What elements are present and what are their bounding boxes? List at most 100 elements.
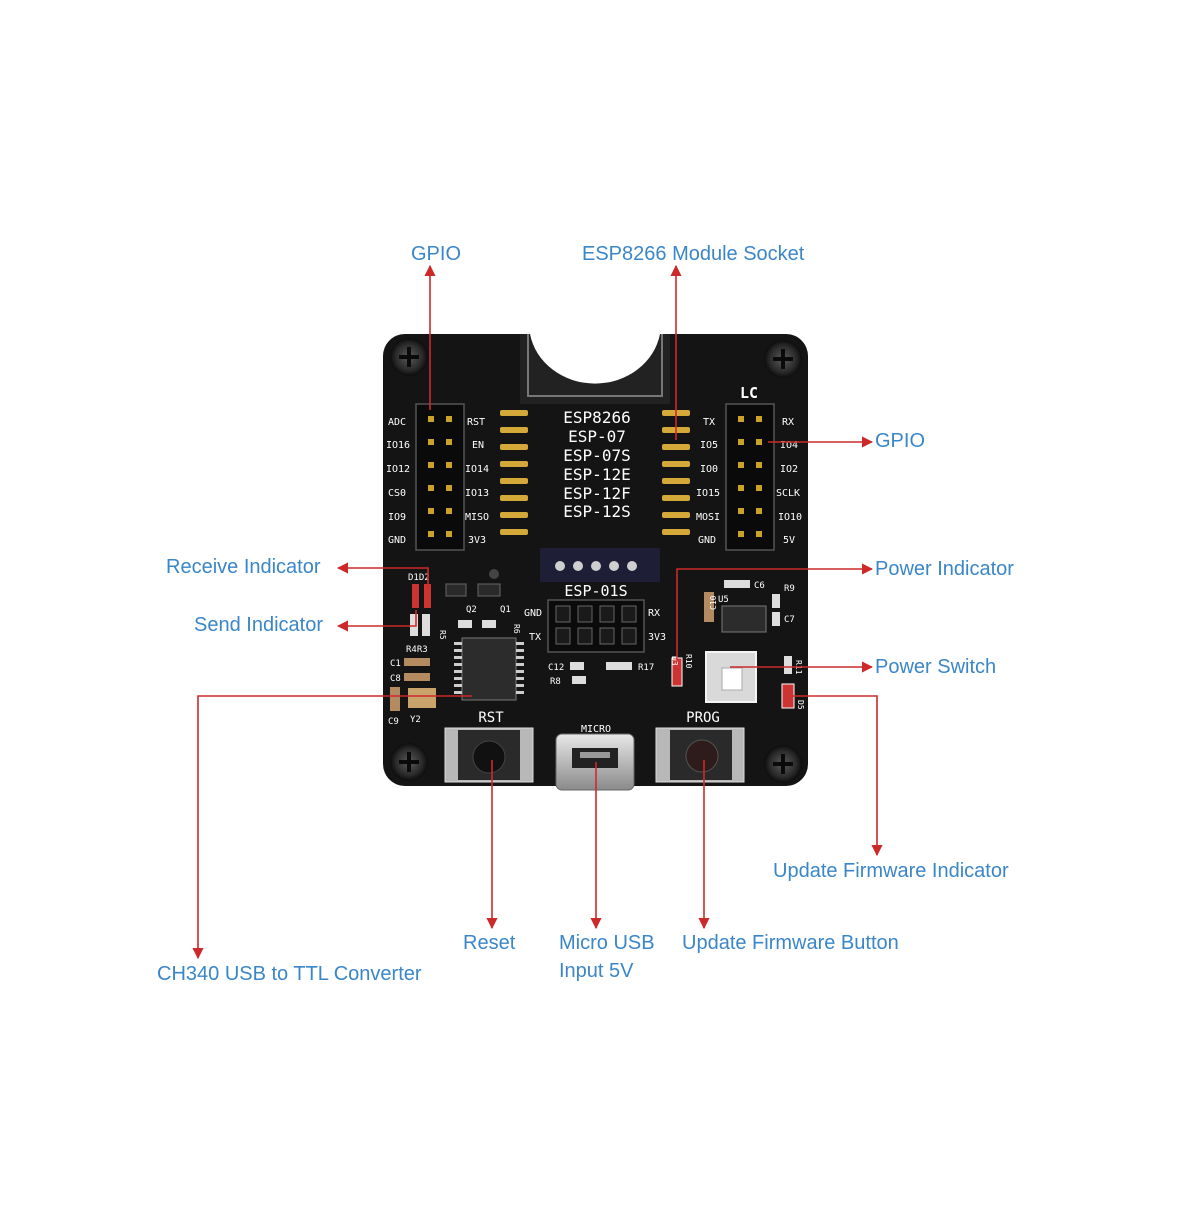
ref-d5: D5 — [796, 700, 805, 710]
esp01-hole — [555, 627, 571, 645]
right-inner-label: IO0 — [700, 464, 718, 475]
right-header-labels: TX IO5 IO0 IO15 MOSI GND RX IO4 IO2 SCLK… — [696, 417, 802, 546]
left-outer-label: IO9 — [388, 512, 406, 523]
label-power-indicator: Power Indicator — [875, 558, 1014, 580]
arrow-update-fw-indicator — [790, 695, 883, 857]
left-outer-label: CS0 — [388, 488, 406, 499]
ref-c12: C12 — [548, 663, 564, 673]
arrow-power-indicator — [676, 563, 874, 660]
ref-r5: R5 — [438, 630, 447, 640]
chip-leg — [516, 691, 524, 694]
ref-r17: R17 — [638, 663, 654, 673]
header-pin — [756, 508, 762, 514]
left-outer-label: ADC — [388, 417, 406, 428]
ref-r6: R6 — [512, 624, 521, 634]
right-inner-label: IO5 — [700, 440, 718, 451]
socket-pin — [662, 461, 690, 467]
right-inner-label: GND — [698, 535, 716, 546]
esp01-pin-label: RX — [648, 608, 660, 619]
chip-leg — [454, 656, 462, 659]
esp01-hole — [577, 627, 593, 645]
label-gpio-right: GPIO — [875, 430, 926, 452]
right-outer-label: 5V — [783, 535, 795, 546]
socket-pin — [500, 512, 528, 518]
header-pin — [446, 508, 452, 514]
left-outer-label: IO16 — [386, 440, 410, 451]
module-socket-lid — [520, 334, 670, 404]
esp01-pin — [627, 561, 637, 571]
left-outer-label: IO12 — [386, 464, 410, 475]
esp01-pin — [609, 561, 619, 571]
ref-r10: R10 — [684, 654, 693, 669]
esp01-hole — [555, 605, 571, 623]
chip-leg — [516, 663, 524, 666]
brand-logo: LC — [740, 384, 758, 402]
module-name: ESP-12E — [563, 465, 630, 484]
chip-leg — [516, 684, 524, 687]
module-name: ESP-07 — [568, 427, 626, 446]
chip-leg — [516, 670, 524, 673]
label-update-fw-button: Update Firmware Button — [682, 932, 899, 954]
header-pin — [756, 416, 762, 422]
header-pin — [446, 485, 452, 491]
right-inner-label: MOSI — [696, 512, 720, 523]
chip-leg — [454, 649, 462, 652]
chip-leg — [454, 677, 462, 680]
header-pin — [428, 485, 434, 491]
esp01-hole — [599, 627, 615, 645]
module-names: ESP8266 ESP-07 ESP-07S ESP-12E ESP-12F E… — [563, 408, 630, 521]
header-pin — [738, 439, 744, 445]
rst-button: RST — [444, 710, 534, 783]
left-outer-label: GND — [388, 535, 406, 546]
prog-button: PROG — [655, 710, 745, 783]
esp01-hole — [621, 605, 637, 623]
label-micro-usb-line2: Input 5V — [559, 960, 634, 982]
socket-pin — [662, 495, 690, 501]
arrow-receive-indicator — [336, 562, 429, 590]
mounting-screws — [390, 338, 802, 783]
ref-r9: R9 — [784, 584, 795, 594]
socket-pin — [500, 478, 528, 484]
ref-y2: Y2 — [410, 715, 421, 725]
label-receive-indicator: Receive Indicator — [166, 556, 321, 578]
header-block — [725, 403, 775, 551]
ref-c7: C7 — [784, 615, 795, 625]
prog-label: PROG — [686, 710, 720, 726]
ref-c10: C10 — [709, 595, 718, 610]
socket-pin — [662, 478, 690, 484]
socket-pin — [500, 495, 528, 501]
left-inner-label: IO14 — [465, 464, 489, 475]
esp01-pin-label: GND — [524, 608, 542, 619]
header-pin — [738, 508, 744, 514]
ref-d3: D3 — [670, 656, 679, 666]
left-inner-label: RST — [467, 417, 485, 428]
header-pin — [428, 531, 434, 537]
header-pin — [446, 416, 452, 422]
led-d1-d2: D1D2 — [408, 573, 431, 608]
chip-leg — [454, 642, 462, 645]
ref-d1d2: D1D2 — [408, 573, 430, 583]
header-pin — [446, 462, 452, 468]
ref-c9: C9 — [388, 717, 399, 727]
crystal-caps: C1 C8 C9 Y2 — [388, 658, 436, 727]
esp01-hole — [621, 627, 637, 645]
left-inner-label: 3V3 — [468, 535, 486, 546]
chip-leg — [516, 677, 524, 680]
rst-label: RST — [478, 710, 504, 726]
label-module-socket: ESP8266 Module Socket — [582, 243, 805, 265]
left-header-labels: ADC IO16 IO12 CS0 IO9 GND RST EN IO14 IO… — [386, 417, 489, 546]
ref-q1: Q1 — [500, 605, 511, 615]
label-power-switch: Power Switch — [875, 656, 997, 678]
esp01-pin-label: 3V3 — [648, 632, 666, 643]
label-update-fw-indicator: Update Firmware Indicator — [773, 860, 1009, 882]
right-inner-label: TX — [703, 417, 715, 428]
label-gpio-top: GPIO — [411, 243, 462, 265]
label-reset: Reset — [463, 932, 516, 954]
socket-pin — [662, 444, 690, 450]
ref-c1: C1 — [390, 659, 401, 669]
module-name: ESP-12S — [563, 502, 630, 521]
ref-r4r3: R4R3 — [406, 645, 428, 655]
header-pin — [446, 531, 452, 537]
micro-usb-port: MICRO — [555, 724, 635, 791]
